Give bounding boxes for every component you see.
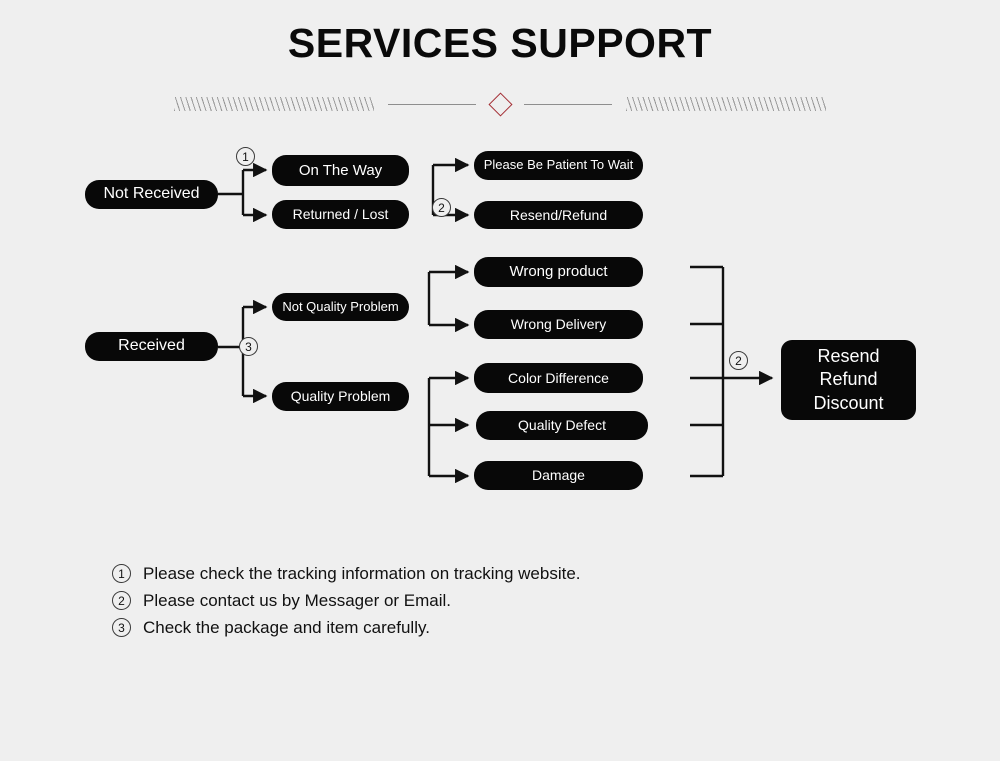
result-line-3: Discount xyxy=(813,392,884,413)
footnote-row: 1 Please check the tracking information … xyxy=(112,560,812,587)
node-color-difference[interactable]: Color Difference xyxy=(474,363,643,393)
footnote-text: Check the package and item carefully. xyxy=(143,617,430,637)
divider-rule-right xyxy=(524,103,612,105)
node-not-received[interactable]: Not Received xyxy=(85,180,218,209)
footnotes: 1 Please check the tracking information … xyxy=(112,560,812,641)
footnote-text: Please check the tracking information on… xyxy=(143,563,581,583)
node-quality-defect[interactable]: Quality Defect xyxy=(476,411,648,440)
result-line-1: Resend xyxy=(817,346,880,367)
divider-rule-left xyxy=(388,103,476,105)
footnote-row: 2 Please contact us by Messager or Email… xyxy=(112,587,812,614)
result-line-2: Refund xyxy=(819,369,878,390)
node-quality-problem[interactable]: Quality Problem xyxy=(272,382,409,411)
footnote-number: 2 xyxy=(112,591,131,610)
footnote-text: Please contact us by Messager or Email. xyxy=(143,590,452,610)
node-resend-refund-discount[interactable]: Resend Refund Discount xyxy=(781,340,916,420)
hatch-pattern-left xyxy=(174,97,374,111)
page-title: SERVICES SUPPORT xyxy=(287,20,713,66)
node-damage[interactable]: Damage xyxy=(474,461,643,490)
step-marker-1: 1 xyxy=(236,147,255,166)
node-resend-refund[interactable]: Resend/Refund xyxy=(474,201,643,229)
footnote-number: 3 xyxy=(112,618,131,637)
step-marker-2-top: 2 xyxy=(432,198,451,217)
node-please-be-patient-to-wait[interactable]: Please Be Patient To Wait xyxy=(474,151,643,180)
node-on-the-way[interactable]: On The Way xyxy=(272,155,409,186)
hatch-pattern-right xyxy=(626,97,826,111)
node-received[interactable]: Received xyxy=(85,332,218,361)
node-wrong-delivery[interactable]: Wrong Delivery xyxy=(474,310,643,339)
step-marker-2-merge: 2 xyxy=(729,351,748,370)
step-marker-3: 3 xyxy=(239,337,258,356)
footnote-number: 1 xyxy=(112,564,131,583)
node-wrong-product[interactable]: Wrong product xyxy=(474,257,643,287)
title-divider xyxy=(0,91,1000,117)
footnote-row: 3 Check the package and item carefully. xyxy=(112,614,812,641)
node-returned-lost[interactable]: Returned / Lost xyxy=(272,200,409,229)
node-not-quality-problem[interactable]: Not Quality Problem xyxy=(272,293,409,321)
